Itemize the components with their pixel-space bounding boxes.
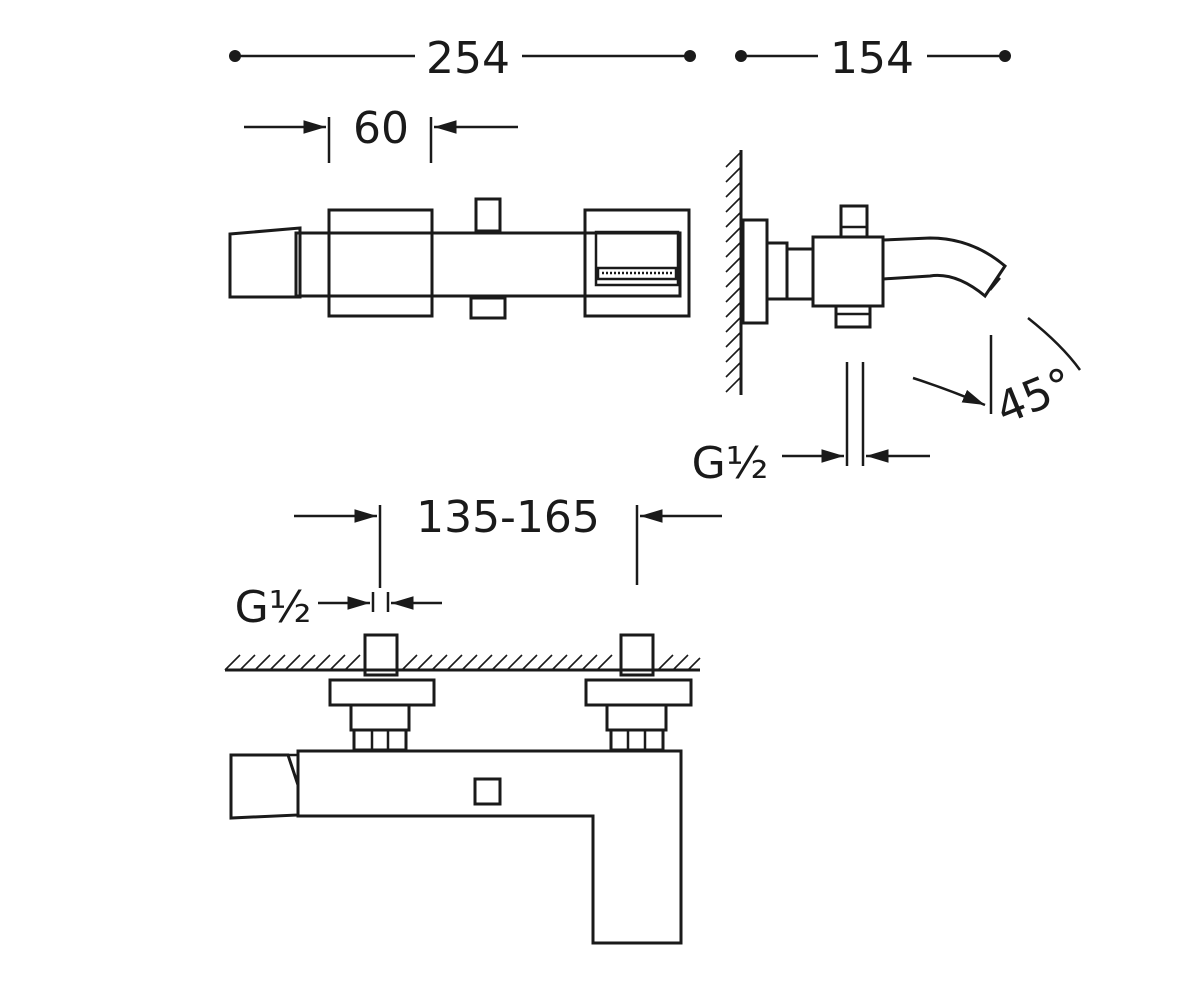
dimension-154-label: 154 (830, 33, 914, 84)
connection-bottom-label: G½ (235, 582, 312, 633)
connection-top-label: G½ (692, 438, 769, 489)
plan-wall (224, 654, 701, 672)
dimension-connection-top: G½ (692, 362, 930, 489)
plan-view (229, 633, 693, 945)
front-view (228, 197, 691, 320)
dimension-connection-bottom: G½ (235, 582, 442, 633)
dimension-254: 254 (229, 33, 696, 84)
dimension-135-165: 135-165 (294, 492, 722, 588)
right-handle (583, 208, 691, 318)
dimension-60-label: 60 (353, 103, 409, 154)
spout (882, 236, 1007, 299)
side-view (725, 150, 1007, 395)
dimension-45: 45° (912, 317, 1082, 435)
dimension-45-label: 45° (989, 358, 1080, 435)
dimension-154: 154 (735, 33, 1011, 84)
wall-hatch (725, 151, 742, 393)
mixer-body (296, 749, 683, 945)
dimension-254-label: 254 (426, 33, 510, 84)
dimension-60: 60 (244, 103, 518, 163)
left-handle (327, 208, 434, 318)
centers-label: 135-165 (416, 492, 600, 543)
